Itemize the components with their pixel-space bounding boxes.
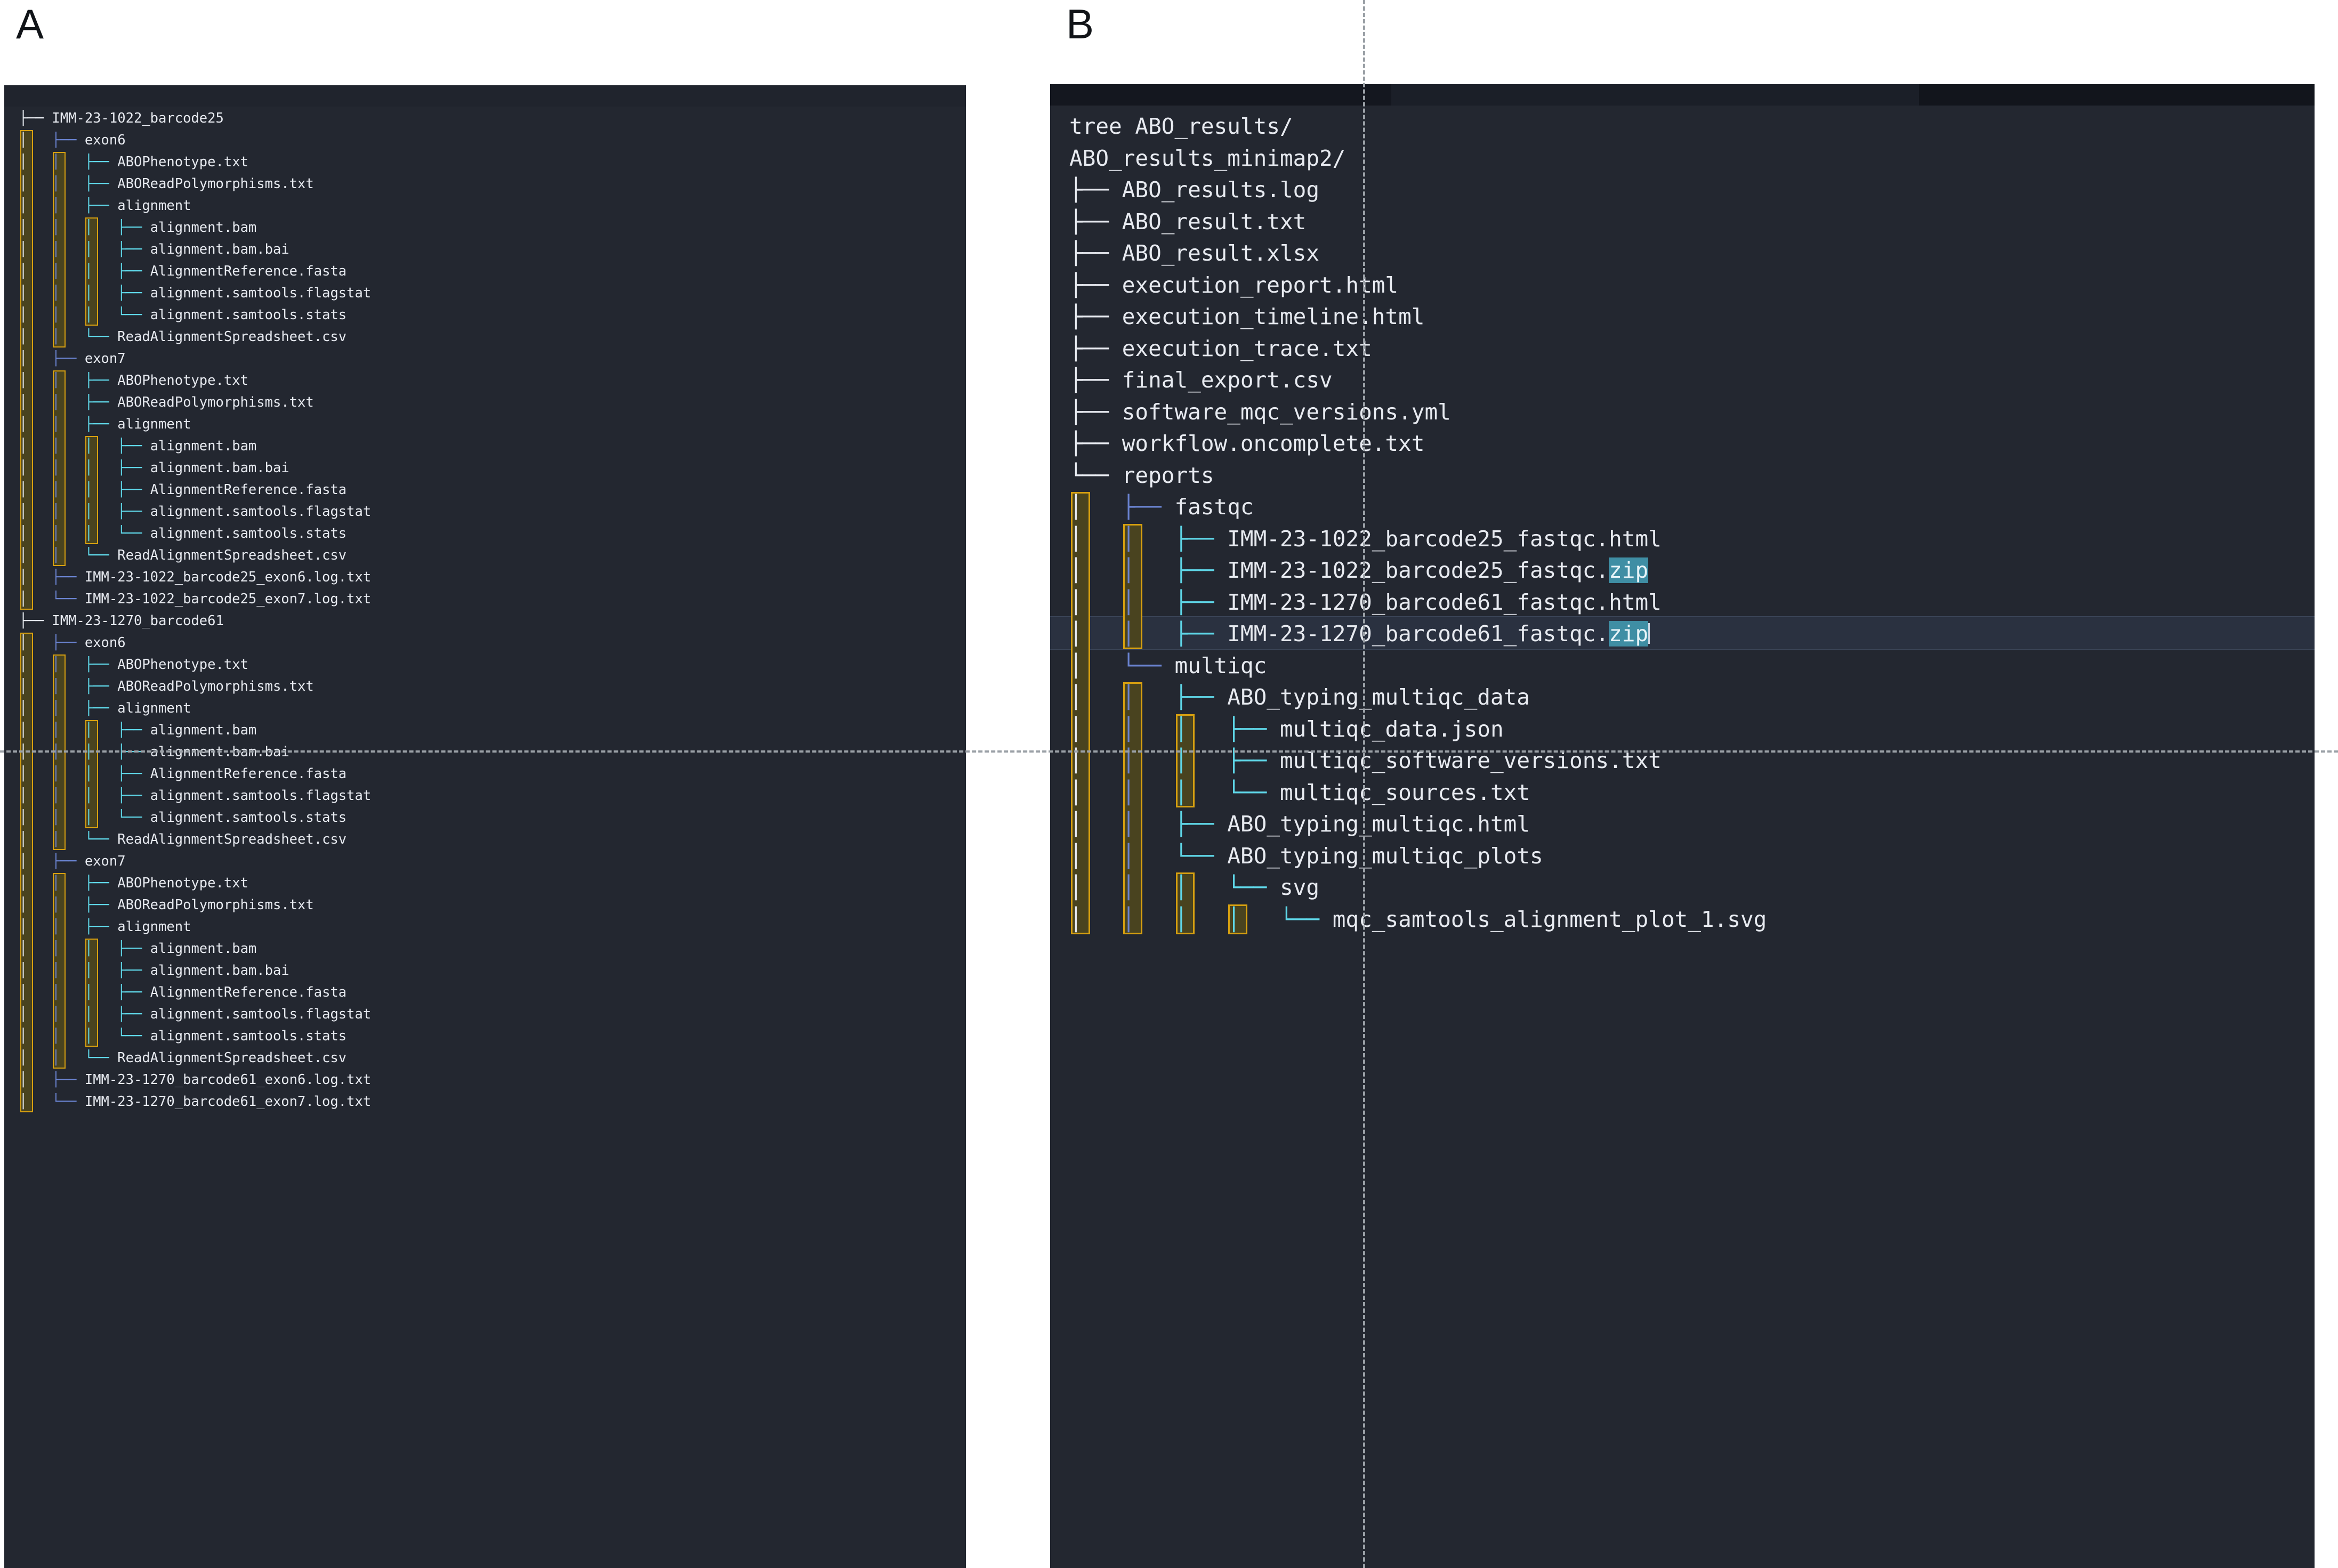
tree-line[interactable]: │ │ │ ├── AlignmentReference.fasta	[19, 984, 347, 1000]
tree-line[interactable]: │ │ ├── ABOReadPolymorphisms.txt	[19, 678, 314, 694]
tree-line[interactable]: │ │ │ ├── alignment.samtools.flagstat	[19, 788, 372, 804]
tree-line[interactable]: │ ├── exon6	[19, 635, 126, 651]
tree-line[interactable]: │ │ └── ReadAlignmentSpreadsheet.csv	[19, 329, 347, 345]
tree-line[interactable]: ├── ABO_results.log	[1069, 177, 1320, 203]
tree-line[interactable]: │ ├── exon6	[19, 132, 126, 148]
indent-guide-box	[85, 217, 99, 326]
tree-line[interactable]: │ │ │ ├── alignment.bam	[19, 220, 257, 236]
tree-line[interactable]: │ │ ├── alignment	[19, 700, 191, 716]
tree-line[interactable]: │ ├── IMM-23-1270_barcode61_exon6.log.tx…	[19, 1072, 372, 1088]
tree-line[interactable]: ├── execution_timeline.html	[1069, 304, 1425, 329]
panel-b-terminal[interactable]: tree ABO_results/ABO_results_minimap2/ ├─…	[1050, 84, 2315, 1568]
indent-guide-box	[85, 720, 99, 828]
indent-guide-box	[1175, 872, 1195, 934]
panel-a-top-strip	[4, 85, 966, 107]
panel-a-tree-view[interactable]: ├── IMM-23-1022_barcode25 │ ├── exon6 │ │ …	[4, 85, 966, 1568]
indent-guide-box	[1123, 523, 1143, 649]
tree-line[interactable]: │ │ │ ├── alignment.bam	[19, 722, 257, 738]
indent-guide-box	[1071, 492, 1090, 934]
tree-line[interactable]: │ │ │ ├── alignment.bam	[19, 438, 257, 454]
tree-line[interactable]: │ │ ├── ABOReadPolymorphisms.txt	[19, 176, 314, 192]
tree-line[interactable]: │ │ │ ├── alignment.samtools.flagstat	[19, 1006, 372, 1022]
tree-line[interactable]: │ │ ├── alignment	[19, 198, 191, 214]
tree-line[interactable]: │ │ │ └── multiqc_sources.txt	[1069, 779, 1530, 805]
tree-line[interactable]: │ │ ├── IMM-23-1270_barcode61_fastqc.zip	[1050, 618, 2315, 650]
tree-line[interactable]: │ │ ├── ABOReadPolymorphisms.txt	[19, 394, 314, 410]
crosshair-vertical-guide	[1363, 0, 1365, 1568]
tree-line[interactable]: │ ├── fastqc	[1069, 494, 1254, 520]
tree-line[interactable]: │ │ ├── ABOReadPolymorphisms.txt	[19, 897, 314, 913]
tree-line[interactable]: │ │ │ ├── multiqc_software_versions.txt	[1069, 748, 1662, 773]
tree-line[interactable]: │ │ │ │ └── mqc_samtools_alignment_plot_…	[1069, 906, 1767, 932]
tree-line[interactable]: │ │ │ ├── AlignmentReference.fasta	[19, 766, 347, 782]
indent-guide-box	[53, 873, 66, 1069]
indent-guide-box	[85, 436, 99, 544]
indent-guide-box	[20, 130, 33, 610]
tree-line[interactable]: │ │ ├── alignment	[19, 919, 191, 935]
crosshair-horizontal-guide	[0, 750, 2338, 753]
panel-label-b: B	[1066, 1, 1094, 47]
tree-line[interactable]: │ │ │ ├── AlignmentReference.fasta	[19, 263, 347, 279]
tree-line[interactable]: │ │ ├── ABOPhenotype.txt	[19, 657, 248, 673]
tree-line[interactable]: │ │ │ └── alignment.samtools.stats	[19, 810, 347, 826]
tree-line[interactable]: ├── software_mqc_versions.yml	[1069, 399, 1451, 425]
tree-line[interactable]: │ │ ├── IMM-23-1270_barcode61_fastqc.htm…	[1069, 589, 1662, 615]
indent-guide-box	[1123, 682, 1143, 934]
terminal-command: tree ABO_results/	[1069, 114, 1293, 139]
tree-line[interactable]: │ │ ├── ABO_typing_multiqc_data	[1069, 684, 1530, 710]
tree-line[interactable]: ├── workflow.oncomplete.txt	[1069, 431, 1425, 456]
tree-line[interactable]: ├── final_export.csv	[1069, 367, 1333, 393]
tree-line[interactable]: │ └── IMM-23-1022_barcode25_exon7.log.tx…	[19, 591, 372, 607]
panel-b-top-strip-right	[1919, 84, 2315, 106]
tree-line[interactable]: │ │ ├── ABOPhenotype.txt	[19, 875, 248, 891]
indent-guide-box	[53, 370, 66, 566]
tree-line[interactable]: │ │ │ ├── alignment.bam.bai	[19, 963, 289, 979]
tree-line[interactable]: │ │ │ └── alignment.samtools.stats	[19, 1028, 347, 1044]
tree-line[interactable]: │ │ │ ├── AlignmentReference.fasta	[19, 482, 347, 498]
tree-line[interactable]: │ │ │ └── svg	[1069, 875, 1320, 900]
tree-line[interactable]: │ │ ├── IMM-23-1022_barcode25_fastqc.zip	[1069, 557, 1649, 583]
tree-root-label: ABO_results_minimap2/	[1069, 145, 1346, 171]
indent-guide-box	[85, 939, 99, 1047]
tree-line[interactable]: │ │ ├── ABOPhenotype.txt	[19, 154, 248, 170]
tree-line[interactable]: │ ├── exon7	[19, 351, 126, 367]
tree-line[interactable]: │ │ │ └── alignment.samtools.stats	[19, 526, 347, 541]
tree-line[interactable]: │ │ └── ABO_typing_multiqc_plots	[1069, 843, 1543, 869]
selected-line-highlight	[1050, 616, 2315, 650]
tree-line[interactable]: ├── execution_report.html	[1069, 272, 1399, 298]
indent-guide-box	[1175, 714, 1195, 807]
tree-line[interactable]: │ │ │ ├── alignment.bam.bai	[19, 241, 289, 257]
tree-line[interactable]: ├── ABO_result.xlsx	[1069, 240, 1320, 266]
tree-line[interactable]: │ │ ├── ABO_typing_multiqc.html	[1069, 811, 1530, 837]
tree-line[interactable]: │ │ │ ├── alignment.bam	[19, 941, 257, 957]
panel-label-a: A	[16, 1, 44, 47]
tree-line[interactable]: ├── IMM-23-1270_barcode61	[19, 613, 224, 629]
tree-line[interactable]: │ │ ├── ABOPhenotype.txt	[19, 373, 248, 389]
tree-line[interactable]: │ │ │ ├── alignment.samtools.flagstat	[19, 285, 372, 301]
tree-line[interactable]: │ │ │ ├── alignment.samtools.flagstat	[19, 504, 372, 520]
indent-guide-box	[53, 152, 66, 347]
tree-line[interactable]: │ ├── IMM-23-1022_barcode25_exon6.log.tx…	[19, 569, 372, 585]
search-match-highlight: zip	[1609, 621, 1649, 646]
search-match-highlight: zip	[1609, 557, 1649, 583]
indent-guide-box	[20, 633, 33, 1112]
tree-line[interactable]: ├── ABO_result.txt	[1069, 208, 1307, 235]
tree-line[interactable]: ├── IMM-23-1022_barcode25	[19, 110, 224, 126]
tree-line[interactable]: │ │ │ ├── alignment.bam.bai	[19, 460, 289, 476]
tree-line[interactable]: │ │ │ └── alignment.samtools.stats	[19, 307, 347, 323]
tree-line[interactable]: │ │ └── ReadAlignmentSpreadsheet.csv	[19, 831, 347, 847]
text-cursor	[1648, 623, 1650, 644]
tree-line[interactable]: │ │ └── ReadAlignmentSpreadsheet.csv	[19, 547, 347, 563]
tree-line[interactable]: ├── execution_trace.txt	[1069, 335, 1372, 361]
tree-line[interactable]: │ │ ├── IMM-23-1022_barcode25_fastqc.htm…	[1069, 526, 1662, 552]
tree-line[interactable]: │ ├── exon7	[19, 853, 126, 869]
tree-line[interactable]: │ │ │ ├── multiqc_data.json	[1069, 716, 1504, 742]
tree-line[interactable]: └── reports	[1069, 462, 1214, 488]
indent-guide-box	[1228, 904, 1247, 934]
tree-line[interactable]: │ │ ├── alignment	[19, 416, 191, 432]
tree-line[interactable]: │ └── IMM-23-1270_barcode61_exon7.log.tx…	[19, 1094, 372, 1110]
tree-line[interactable]: │ └── multiqc	[1069, 652, 1267, 678]
panel-b-top-strip-left	[1050, 84, 1391, 106]
tree-line[interactable]: │ │ └── ReadAlignmentSpreadsheet.csv	[19, 1050, 347, 1066]
